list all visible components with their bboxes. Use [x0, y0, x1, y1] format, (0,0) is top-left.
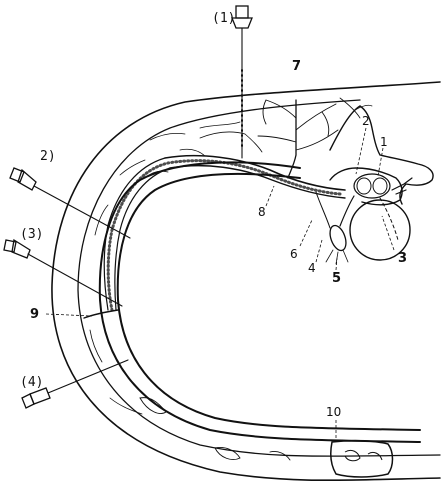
leader-3: [381, 215, 395, 251]
canal-inner-curve: [116, 172, 421, 431]
ganglion-fibers: [325, 249, 349, 265]
needle-label-4: (4): [20, 375, 43, 390]
needle-label-1: (1): [212, 11, 235, 26]
vessel-7-branches: [257, 99, 339, 151]
needle-2-shaft: [33, 185, 131, 239]
septum-9: [83, 309, 119, 319]
leader-5: [335, 257, 338, 271]
label-6: 6: [290, 247, 298, 261]
leader-9: [45, 313, 93, 317]
outer-skin-curve: [51, 81, 441, 482]
branch-6: [315, 191, 331, 229]
terminal-bulb: [330, 439, 394, 478]
cord-half-left: [356, 177, 372, 195]
needle-4-flange: [29, 387, 51, 405]
leader-6: [299, 219, 313, 247]
needle-2: [9, 167, 131, 239]
needle-4: [21, 359, 129, 409]
needle-label-2: 2): [40, 149, 56, 164]
needle-3-flange: [11, 238, 31, 259]
needle-2-hub: [9, 167, 25, 183]
label-9: 9: [30, 307, 39, 322]
nerve-8-upper: [164, 154, 346, 191]
needle-1: [231, 5, 253, 159]
needle-3-shaft: [27, 253, 123, 307]
label-7: 7: [292, 59, 301, 74]
vertebra-complex: [325, 105, 434, 265]
needle-label-3: (3): [20, 227, 43, 242]
needle-2-flange: [17, 168, 37, 191]
needle-4-shaft: [47, 359, 129, 394]
ganglion-5: [329, 224, 347, 252]
leader-8: [265, 185, 275, 207]
main-nerve: [103, 154, 346, 312]
terminal-detail: [344, 449, 383, 462]
cord-half-right: [372, 177, 388, 195]
part-labels: 1 2 3 4 5 6 7 8 9 10: [30, 59, 407, 419]
upper-vessel-network: [144, 97, 373, 179]
label-5: 5: [332, 271, 341, 286]
label-4: 4: [308, 261, 316, 275]
needle-1-hub: [235, 5, 249, 19]
label-10: 10: [326, 405, 341, 419]
vertebral-arch: [329, 167, 403, 206]
vessel-7-trunk: [287, 99, 297, 179]
label-1: 1: [380, 135, 388, 149]
upper-region: [144, 97, 373, 179]
needle-3: [3, 238, 123, 307]
wall-texture: [89, 121, 241, 415]
nerve-root-dashed: [379, 197, 399, 241]
label-3: 3: [398, 251, 407, 266]
vertebral-body: [349, 199, 411, 261]
leader-lines: [45, 127, 395, 440]
needle-tip-1: [391, 177, 413, 195]
leader-4: [315, 239, 323, 263]
needle-1-flange: [231, 17, 253, 29]
vertebral-process: [329, 105, 434, 205]
nerve-descending: [103, 157, 171, 311]
needle-3-hub: [3, 239, 17, 253]
label-2: 2: [362, 114, 370, 128]
nerve-root: [339, 195, 355, 227]
terminal-structure: [330, 439, 394, 478]
nerve-stipple: [106, 159, 342, 312]
spinal-cord: [353, 173, 391, 199]
nerve-8-lower: [169, 164, 346, 199]
leader-2: [355, 127, 367, 175]
label-8: 8: [258, 205, 266, 219]
wall-blobs: [139, 397, 291, 461]
needle-labels: (1) 2) (3) (4): [20, 11, 235, 390]
outer-wall-inner-curve: [77, 99, 441, 457]
